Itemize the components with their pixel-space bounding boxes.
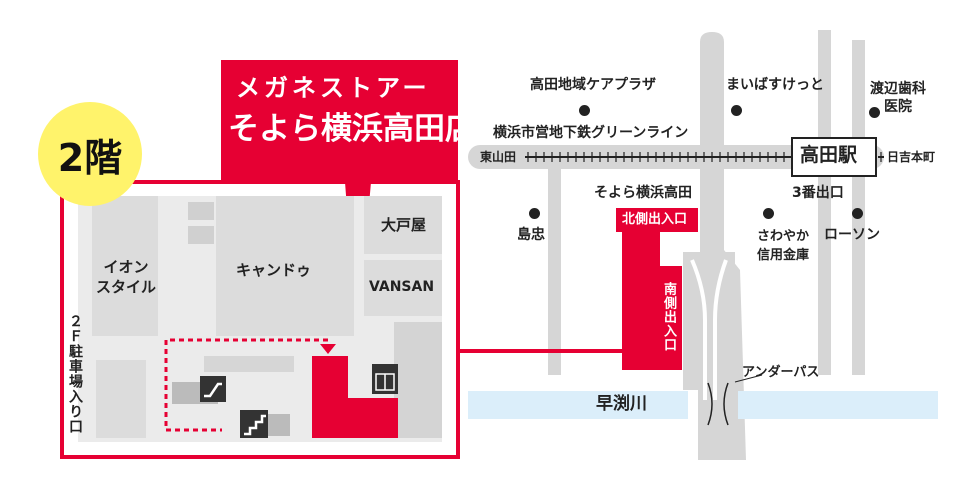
river-right-segment <box>738 391 938 419</box>
road-far-right-vertical <box>852 40 865 375</box>
shop-otoya-label: 大戸屋 <box>381 216 427 234</box>
landmark-lawson: ローソン <box>824 227 880 243</box>
rail-ticks <box>527 152 785 162</box>
landmark-shimatada: 島忠 <box>517 227 545 243</box>
landmark-sawayaka: さわやか 信用金庫 <box>757 229 810 263</box>
parking-entrance-label: ２Ｆ駐車場入り口 <box>67 314 83 434</box>
escalator-icon <box>200 376 226 402</box>
watanabe-dot <box>869 107 880 118</box>
underpass-label: アンダーパス <box>742 365 820 380</box>
shop-vansan-block <box>364 260 442 316</box>
soyora-building-north <box>622 230 660 370</box>
landmark-watanabe-dental: 渡辺歯科 医院 <box>870 81 926 116</box>
shop-aeon-label: イオン スタイル <box>96 258 157 296</box>
maibasu-dot <box>731 105 742 116</box>
shop-aeon-block <box>92 196 158 336</box>
toward-higashiyamada: 東山田 <box>480 150 517 164</box>
sawayaka-dot <box>763 208 774 219</box>
elevator-block <box>394 322 442 438</box>
road-right-vertical <box>818 30 831 375</box>
underpass-leader <box>734 374 763 383</box>
landmark-soyora: そよら横浜高田 <box>594 185 692 201</box>
route-dotted <box>164 338 328 432</box>
lawson-dot <box>852 208 863 219</box>
station-box <box>791 137 877 177</box>
exit-3-label: 3番出口 <box>792 185 844 201</box>
landmark-care-plaza: 高田地域ケアプラザ <box>530 77 656 93</box>
floor-badge: 2階 <box>38 102 142 206</box>
north-entrance-box <box>616 208 698 232</box>
station-name: 高田駅 <box>800 144 858 166</box>
route-arrow <box>320 344 336 354</box>
road-main-north-south <box>698 32 746 460</box>
store-name: そよら横浜高田店 <box>228 111 476 147</box>
care-plaza-dot <box>579 105 590 116</box>
shop-vansan-label: VANSAN <box>369 279 435 295</box>
store-location-marker <box>312 356 398 438</box>
shop-candou-label: キャンドゥ <box>236 261 312 279</box>
river-left-segment <box>468 391 688 419</box>
store-chain-name: メガネストアー <box>236 74 431 102</box>
floor-badge-label: 2階 <box>57 135 123 180</box>
shop-candou-block <box>216 196 354 336</box>
shop-otoya-block <box>364 196 442 254</box>
underpass-bracket-right <box>723 382 729 426</box>
rail-line-name: 横浜市営地下鉄グリーンライン <box>493 125 689 141</box>
river-name: 早渕川 <box>596 394 647 414</box>
landmark-maibasu: まいばすけっと <box>726 77 824 93</box>
toward-hiyoshihoncho: 日吉本町 <box>887 150 936 164</box>
underpass-bracket-left <box>707 382 713 426</box>
north-entrance-label: 北側出入口 <box>622 212 688 227</box>
south-entrance-label: 南側出入口 <box>661 282 676 352</box>
shimatada-dot <box>529 208 540 219</box>
store-callout <box>221 60 458 342</box>
soyora-building-south <box>656 266 682 370</box>
road-left-vertical <box>548 155 561 375</box>
